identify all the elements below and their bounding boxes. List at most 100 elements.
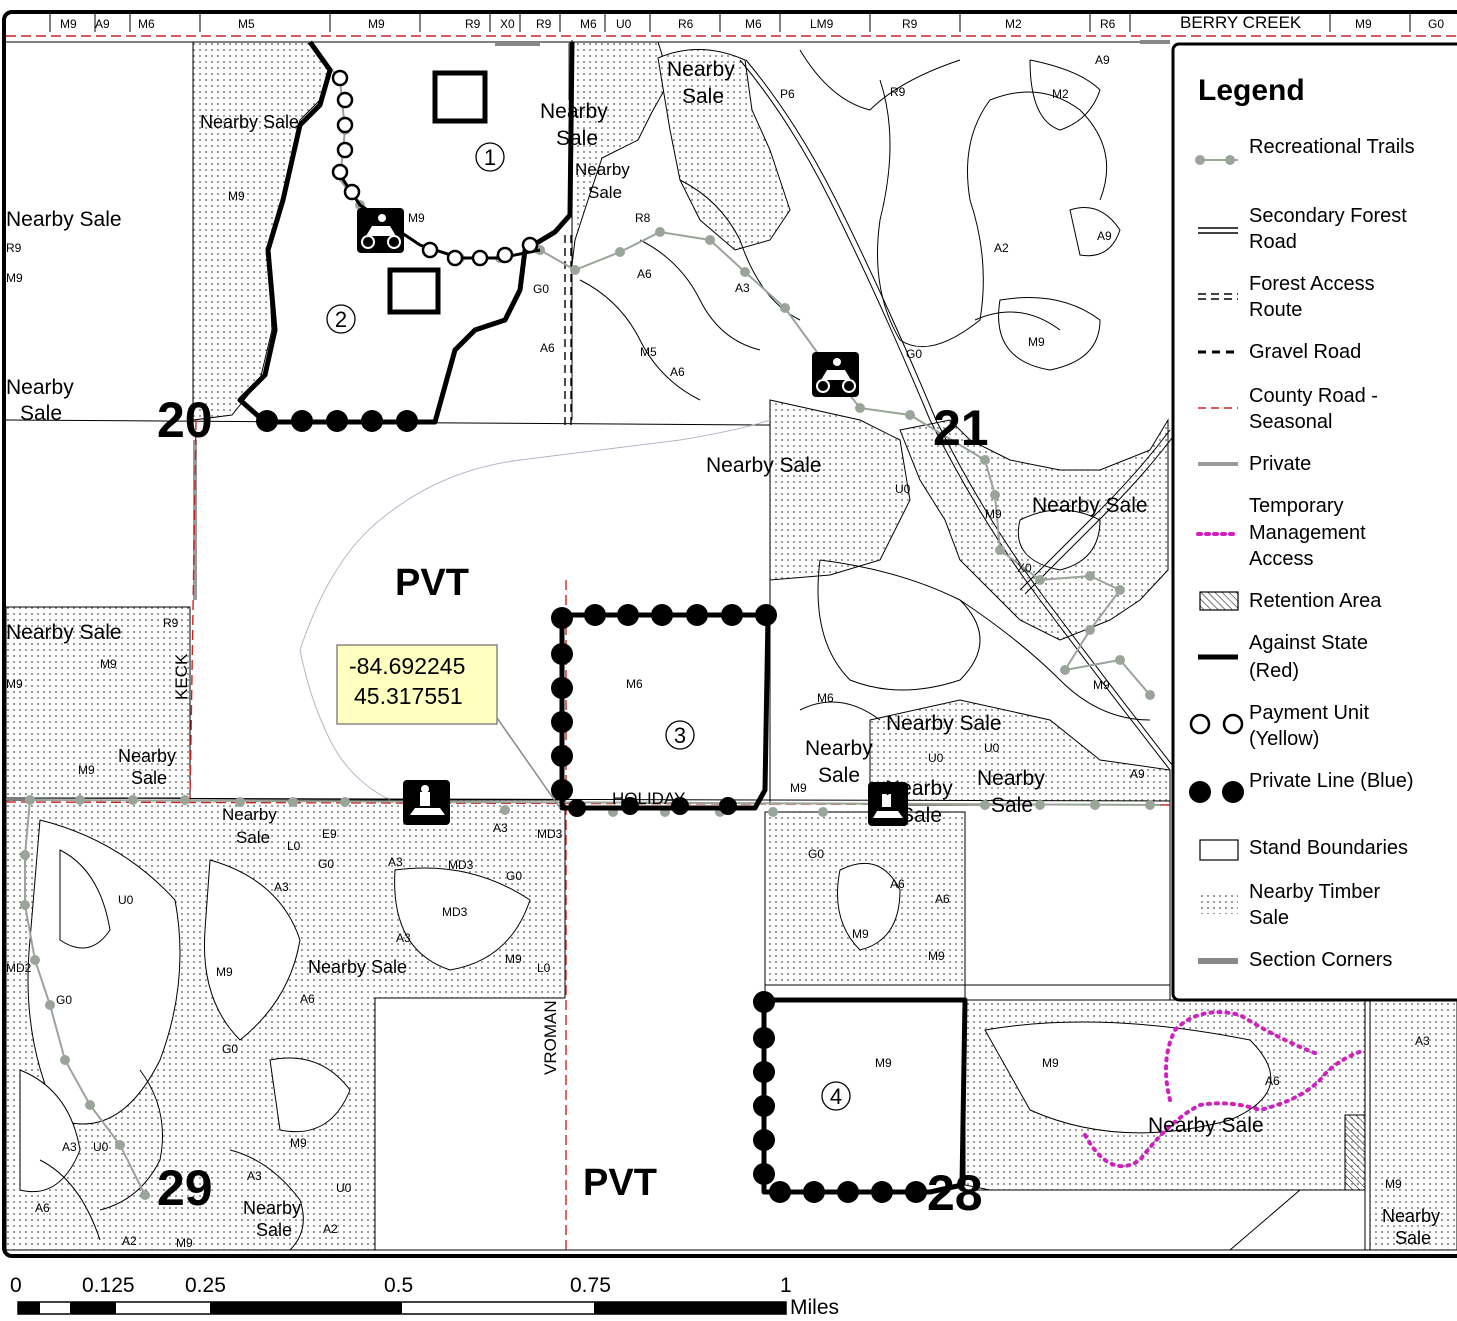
svg-text:M6: M6 — [745, 17, 762, 31]
svg-text:U0: U0 — [336, 1181, 352, 1195]
svg-text:M9: M9 — [1042, 1056, 1059, 1070]
legend-label-temp-access-2: Management — [1249, 522, 1366, 544]
legend-label-stand-boundaries: Stand Boundaries — [1249, 837, 1408, 859]
retention-area — [1344, 1114, 1366, 1191]
svg-text:Nearby Sale: Nearby Sale — [6, 208, 122, 231]
svg-text:Nearby Sale: Nearby Sale — [706, 454, 822, 477]
svg-text:R9: R9 — [163, 616, 179, 630]
svg-text:Nearby: Nearby — [118, 746, 176, 766]
legend-label-county-road: County Road - — [1249, 385, 1378, 407]
svg-text:A3: A3 — [388, 855, 403, 869]
svg-text:M9: M9 — [408, 211, 425, 225]
svg-text:A6: A6 — [637, 267, 652, 281]
svg-text:E9: E9 — [322, 827, 337, 841]
legend-label-against-state-2: (Red) — [1249, 660, 1299, 682]
legend: Legend Recreational Trails Se — [1171, 42, 1457, 1002]
svg-text:R9: R9 — [465, 17, 481, 31]
scale-tick-4: 0.75 — [570, 1274, 611, 1297]
svg-text:Nearby: Nearby — [1382, 1206, 1440, 1226]
svg-text:R6: R6 — [678, 17, 694, 31]
callout-longitude: -84.692245 — [349, 653, 465, 679]
scale-bar: 0 0.125 0.25 0.5 0.75 1 Miles — [10, 1274, 839, 1319]
svg-text:Nearby: Nearby — [805, 737, 873, 760]
svg-text:M9: M9 — [216, 965, 233, 979]
callout-latitude: 45.317551 — [354, 683, 463, 709]
legend-label-nearby-sale: Nearby Timber — [1249, 881, 1380, 903]
svg-text:Sale: Sale — [1395, 1228, 1431, 1248]
svg-text:Nearby Sale: Nearby Sale — [308, 957, 407, 977]
legend-label-nearby-sale-2: Sale — [1249, 907, 1289, 929]
top-strip-boundaries — [49, 14, 1411, 32]
section-21-label: 21 — [933, 400, 989, 456]
svg-text:A3: A3 — [1415, 1034, 1430, 1048]
svg-text:Nearby: Nearby — [222, 805, 277, 824]
unit-number-circles — [326, 142, 851, 1111]
legend-label-retention: Retention Area — [1249, 590, 1382, 612]
stand-holes — [19, 297, 1272, 1193]
svg-text:R8: R8 — [635, 211, 651, 225]
svg-text:Sale: Sale — [131, 768, 167, 788]
sale-area-nearby-top — [657, 49, 791, 251]
svg-text:A6: A6 — [935, 892, 950, 906]
section-corners — [495, 40, 1170, 46]
svg-text:Sale: Sale — [256, 1220, 292, 1240]
svg-text:G0: G0 — [506, 869, 522, 883]
stand-codes: M9 R9 M9 M9 P6 R9 M2 A9 A2 A9 R8 A6 A3 G… — [6, 53, 1430, 1250]
svg-text:U0: U0 — [616, 17, 632, 31]
legend-label-trails: Recreational Trails — [1249, 136, 1415, 158]
trail-nodes — [20, 71, 1155, 1200]
legend-label-payment-unit-2: (Yellow) — [1249, 728, 1319, 750]
legend-title: Legend — [1198, 74, 1305, 107]
svg-text:M6: M6 — [626, 677, 643, 691]
top-strip-codes: M9 A9 M6 M5 M9 R9 X0 R9 M6 U0 R6 M6 LM9 … — [60, 17, 1444, 31]
section-20-label: 20 — [157, 392, 213, 448]
scale-tick-2: 0.25 — [185, 1274, 226, 1297]
svg-text:A2: A2 — [122, 1234, 137, 1248]
svg-text:A3: A3 — [735, 281, 750, 295]
svg-text:Sale: Sale — [588, 183, 622, 202]
svg-text:M9: M9 — [875, 1056, 892, 1070]
svg-text:G0: G0 — [318, 857, 334, 871]
snowmobile-icon — [403, 780, 450, 825]
svg-text:MD3: MD3 — [442, 905, 468, 919]
svg-text:A3: A3 — [247, 1169, 262, 1183]
legend-label-against-state: Against State — [1249, 632, 1368, 654]
svg-text:G0: G0 — [1428, 17, 1444, 31]
svg-text:U0: U0 — [93, 1140, 109, 1154]
svg-text:M9: M9 — [790, 781, 807, 795]
svg-text:M6: M6 — [580, 17, 597, 31]
legend-label-secondary-road: Secondary Forest — [1249, 205, 1407, 227]
legend-label-payment-unit: Payment Unit — [1249, 702, 1369, 724]
faint-paths — [299, 419, 771, 801]
road-label-berry-creek: BERRY CREEK — [1180, 13, 1302, 32]
svg-text:MD3: MD3 — [537, 827, 563, 841]
unit-2-label: 2 — [335, 307, 347, 332]
legend-secondary-road-symbol — [1198, 227, 1238, 234]
svg-text:R9: R9 — [902, 17, 918, 31]
road-label-keck: KECK — [172, 653, 191, 700]
svg-text:R9: R9 — [536, 17, 552, 31]
legend-label-section-corners: Section Corners — [1249, 949, 1392, 971]
svg-text:Sale: Sale — [991, 794, 1033, 817]
svg-text:R9: R9 — [6, 241, 22, 255]
legend-label-county-road-2: Seasonal — [1249, 411, 1332, 433]
unit-4-boundary — [761, 997, 968, 1195]
svg-text:A6: A6 — [300, 992, 315, 1006]
svg-text:Sale: Sale — [900, 804, 942, 827]
atv-icon — [357, 208, 404, 253]
svg-text:M9: M9 — [290, 1136, 307, 1150]
legend-payment-unit-symbol — [1189, 713, 1244, 735]
svg-text:P6: P6 — [780, 87, 795, 101]
svg-text:M5: M5 — [238, 17, 255, 31]
svg-text:Nearby Sale: Nearby Sale — [1148, 1114, 1264, 1137]
svg-text:M9: M9 — [78, 763, 95, 777]
svg-text:LM9: LM9 — [810, 17, 834, 31]
legend-label-temp-access-3: Access — [1249, 548, 1313, 570]
svg-text:R9: R9 — [890, 85, 906, 99]
svg-text:A6: A6 — [540, 341, 555, 355]
stand-boundaries — [5, 40, 1457, 1251]
svg-text:X0: X0 — [500, 17, 515, 31]
svg-text:A9: A9 — [1130, 767, 1145, 781]
legend-label-temp-access: Temporary — [1249, 495, 1343, 517]
